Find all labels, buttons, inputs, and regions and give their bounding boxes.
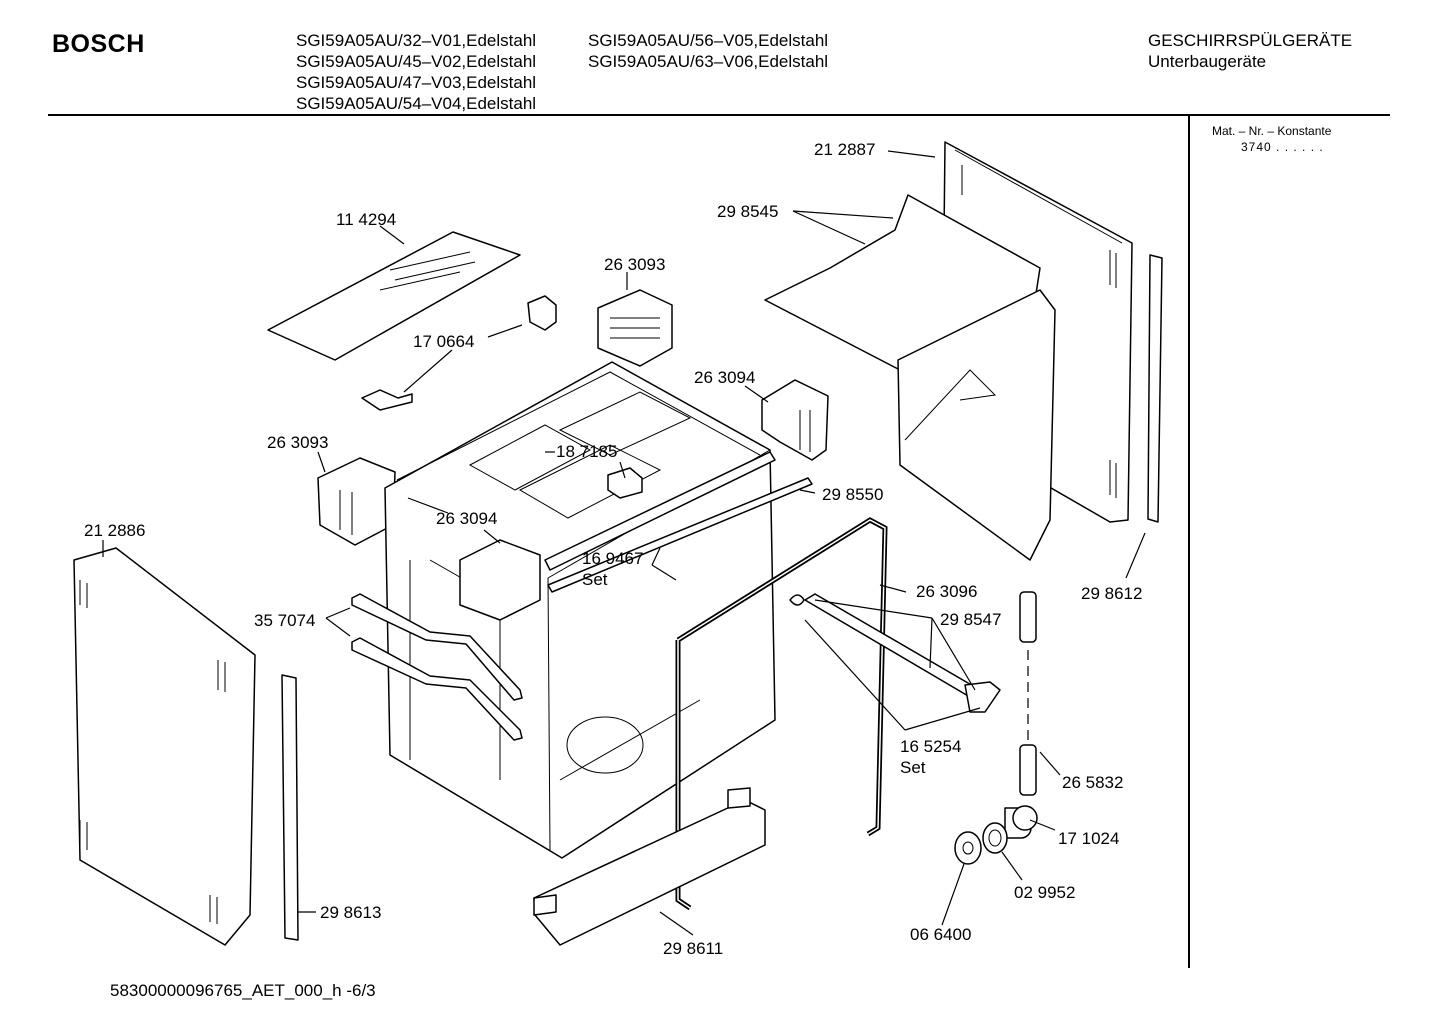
model-list-2: SGI59A05AU/56–V05,Edelstahl SGI59A05AU/6… [588, 30, 828, 72]
part-label: 29 8613 [320, 903, 381, 922]
clip-block-left [317, 457, 396, 546]
part-label: 17 0664 [413, 332, 474, 351]
cap-nut [954, 831, 982, 865]
part-label: 29 8547 [940, 610, 1001, 629]
document-id: 58300000096765_AET_000_h -6/3 [110, 981, 376, 1000]
leader-lines [102, 150, 1146, 936]
model-line: SGI59A05AU/63–V06,Edelstahl [588, 52, 829, 71]
part-label: 29 8550 [822, 485, 883, 504]
part-label: 21 2887 [814, 140, 875, 159]
model-line: SGI59A05AU/47–V03,Edelstahl [296, 73, 537, 92]
spray-pipe [789, 593, 1001, 713]
part-label: 26 3093 [267, 433, 328, 452]
part-label: 35 7074 [254, 611, 315, 630]
bracket-upper [527, 295, 557, 331]
model-line: SGI59A05AU/45–V02,Edelstahl [296, 52, 537, 71]
bracket-lower [361, 389, 413, 411]
plinth-bar [533, 787, 766, 946]
model-line: SGI59A05AU/56–V05,Edelstahl [588, 31, 829, 50]
part-label: 11 4294 [336, 210, 396, 229]
part-label: 29 8612 [1081, 584, 1142, 603]
frame-rail-upper [544, 451, 813, 593]
category-block: GESCHIRRSPÜLGERÄTE Unterbaugeräte [1148, 30, 1352, 72]
part-label: 16 5254 [900, 737, 961, 756]
material-number-value: 3740 . . . . . . [1241, 140, 1324, 154]
part-label: 29 8545 [717, 202, 778, 221]
part-label: Set [582, 570, 608, 589]
side-panel-left [73, 547, 256, 946]
header-divider [48, 114, 1390, 116]
part-label: 26 3096 [916, 582, 977, 601]
cover-plate [267, 231, 521, 361]
part-label: 26 3094 [694, 368, 755, 387]
part-label: 26 3093 [604, 255, 665, 274]
edge-strip-right [1147, 254, 1163, 523]
part-label: 26 3094 [436, 509, 497, 528]
category-subtitle: Unterbaugeräte [1148, 52, 1267, 71]
hose-fitting [1004, 805, 1038, 839]
part-label: 26 5832 [1062, 773, 1123, 792]
tub-body [384, 361, 776, 859]
edge-strip-left [281, 674, 299, 941]
part-label: 17 1024 [1058, 829, 1119, 848]
category-title: GESCHIRRSPÜLGERÄTE [1148, 31, 1353, 50]
clip-block-upper [597, 289, 673, 367]
sealing-ring [982, 822, 1008, 854]
clip-block-right [761, 379, 829, 461]
sidebar-divider [1188, 116, 1190, 968]
part-label: 16 9467 [582, 549, 643, 568]
part-label: 02 9952 [1014, 883, 1075, 902]
brand-logo: BOSCH [52, 30, 145, 58]
part-label: 29 8611 [663, 939, 723, 958]
drain-hose [1019, 591, 1037, 796]
model-line: SGI59A05AU/32–V01,Edelstahl [296, 31, 537, 50]
part-label: 18 7185 [556, 442, 617, 461]
part-label: Set [900, 758, 926, 777]
material-number-title: Mat. – Nr. – Konstante [1212, 124, 1332, 138]
insulation-top [764, 194, 1056, 561]
model-line: SGI59A05AU/54–V04,Edelstahl [296, 94, 537, 113]
guide-rails [351, 593, 523, 741]
part-label: 21 2886 [84, 521, 145, 540]
door-seal [675, 517, 888, 911]
model-list-1: SGI59A05AU/32–V01,Edelstahl SGI59A05AU/4… [296, 30, 536, 114]
part-label: 06 6400 [910, 925, 971, 944]
